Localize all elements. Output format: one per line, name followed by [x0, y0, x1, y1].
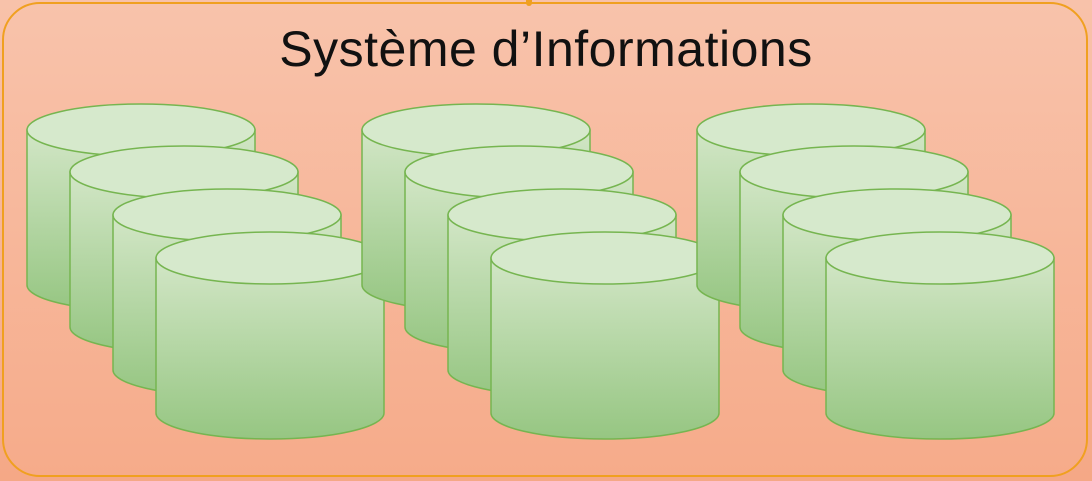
selection-handle: [526, 0, 532, 6]
diagram-title: Système d’Informations: [279, 21, 813, 77]
database-group-3: [696, 103, 1055, 440]
cylinder-body: [490, 257, 720, 440]
database-group-2: [361, 103, 720, 440]
database-group-1: [26, 103, 385, 440]
cylinder-top: [155, 231, 385, 285]
cylinder-body: [825, 257, 1055, 440]
database-cylinder: [155, 231, 385, 440]
cylinder-top: [490, 231, 720, 285]
database-cylinder: [825, 231, 1055, 440]
cylinder-top: [825, 231, 1055, 285]
database-cylinder: [490, 231, 720, 440]
cylinder-body: [155, 257, 385, 440]
